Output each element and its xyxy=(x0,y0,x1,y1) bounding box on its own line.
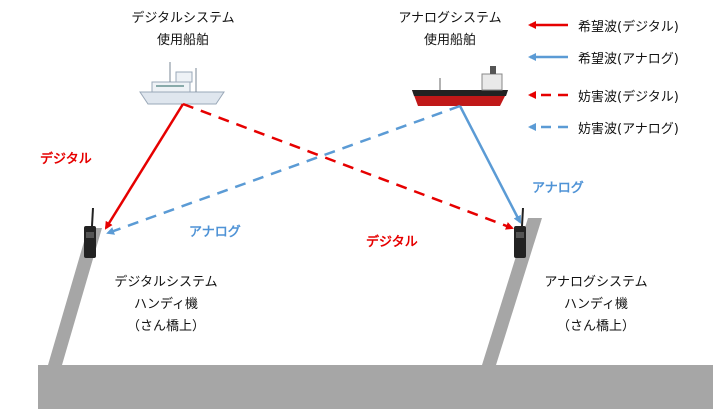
analog-desired-wave xyxy=(458,105,522,224)
analog-handheld-label-line3: （さん橋上） xyxy=(556,319,635,334)
analog-ship-icon xyxy=(412,66,508,106)
handheld-radio-icon xyxy=(84,207,96,258)
legend-analog-desired: 希望波(アナログ) xyxy=(578,52,679,67)
analog-ship-label-line1: アナログシステム xyxy=(398,11,502,26)
analog-interference-label: アナログ xyxy=(189,225,241,240)
ground xyxy=(38,365,713,409)
analog-desired-label: アナログ xyxy=(532,181,584,196)
legend-analog-interference: 妨害波(アナログ) xyxy=(578,122,679,137)
legend-digital-interference: 妨害波(デジタル) xyxy=(578,90,679,105)
pier-right xyxy=(482,218,542,365)
digital-handheld-label: デジタルシステム ハンディ機 （さん橋上） xyxy=(96,272,236,338)
digital-desired-wave xyxy=(104,103,185,230)
digital-handheld-label-line1: デジタルシステム xyxy=(114,275,218,290)
analog-interference-wave xyxy=(106,104,461,235)
analog-ship-label: アナログシステム 使用船舶 xyxy=(385,8,515,52)
analog-ship-label-line2: 使用船舶 xyxy=(423,33,476,48)
digital-desired-label: デジタル xyxy=(40,152,92,167)
digital-handheld-label-line2: ハンディ機 xyxy=(133,297,199,312)
handheld-radio-icon xyxy=(514,207,526,258)
digital-ship-label: デジタルシステム 使用船舶 xyxy=(118,8,248,52)
digital-interference-wave xyxy=(182,102,514,230)
digital-handheld-label-line3: （さん橋上） xyxy=(126,319,205,334)
digital-ship-label-line1: デジタルシステム xyxy=(131,11,235,26)
digital-ship-label-line2: 使用船舶 xyxy=(156,33,209,48)
legend-digital-desired: 希望波(デジタル) xyxy=(578,20,679,35)
pier-left xyxy=(48,228,102,365)
digital-ship-icon xyxy=(139,62,225,105)
analog-handheld-label-line2: ハンディ機 xyxy=(563,297,629,312)
digital-interference-label: デジタル xyxy=(366,235,418,250)
analog-handheld-label: アナログシステム ハンディ機 （さん橋上） xyxy=(526,272,666,338)
analog-handheld-label-line1: アナログシステム xyxy=(544,275,648,290)
